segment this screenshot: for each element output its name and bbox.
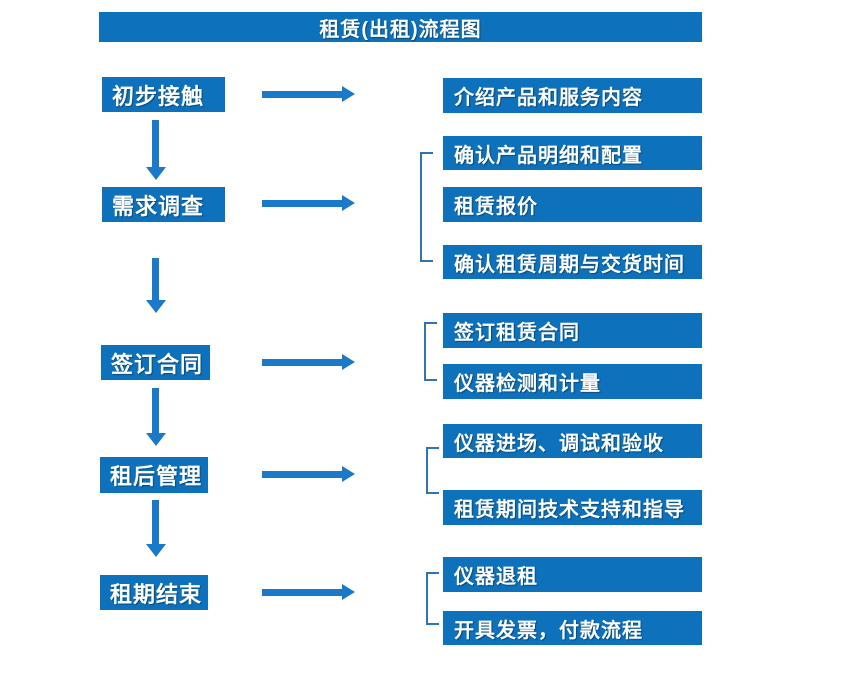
arrow-shaft [262, 91, 342, 98]
step-box-confirm-period-delivery: 确认租赁周期与交货时间 [443, 245, 702, 279]
step-box-confirm-product-details: 确认产品明细和配置 [443, 136, 702, 170]
arrow-head-icon [342, 354, 355, 370]
arrow-head-icon [146, 544, 166, 557]
step-box-instrument-testing: 仪器检测和计量 [443, 364, 702, 399]
stage-box-rental-end: 租期结束 [100, 575, 208, 610]
group-bracket-demand-survey [420, 152, 433, 262]
group-bracket-post-rental [426, 447, 439, 494]
stage-box-sign-contract: 签订合同 [101, 345, 210, 380]
step-box-instrument-return: 仪器退租 [443, 557, 702, 592]
step-box-rental-quote: 租赁报价 [443, 187, 702, 222]
arrow-head-icon [146, 433, 166, 446]
step-box-invoice-payment: 开具发票，付款流程 [443, 611, 702, 645]
stage-box-post-rental-management: 租后管理 [100, 457, 208, 493]
group-bracket-rental-end [426, 572, 439, 625]
step-box-instrument-setup-acceptance: 仪器进场、调试和验收 [443, 424, 702, 458]
step-box-introduce-products: 介绍产品和服务内容 [443, 78, 702, 113]
arrow-shaft [262, 589, 342, 596]
arrow-head-icon [342, 86, 355, 102]
arrow-shaft [152, 388, 159, 433]
group-bracket-sign-contract [424, 322, 437, 381]
step-box-tech-support: 租赁期间技术支持和指导 [443, 490, 702, 525]
arrow-head-icon [342, 584, 355, 600]
stage-box-initial-contact: 初步接触 [102, 77, 225, 112]
flowchart-title: 租赁(出租)流程图 [99, 12, 702, 42]
arrow-shaft [262, 200, 342, 207]
arrow-shaft [152, 500, 159, 544]
stage-box-demand-survey: 需求调查 [102, 187, 225, 222]
step-box-sign-rental-contract: 签订租赁合同 [443, 313, 702, 348]
arrow-head-icon [146, 300, 166, 313]
arrow-shaft [262, 359, 342, 366]
arrow-shaft [152, 120, 159, 167]
arrow-head-icon [342, 195, 355, 211]
arrow-head-icon [146, 167, 166, 180]
arrow-shaft [152, 258, 159, 300]
arrow-shaft [262, 471, 342, 478]
arrow-head-icon [342, 466, 355, 482]
